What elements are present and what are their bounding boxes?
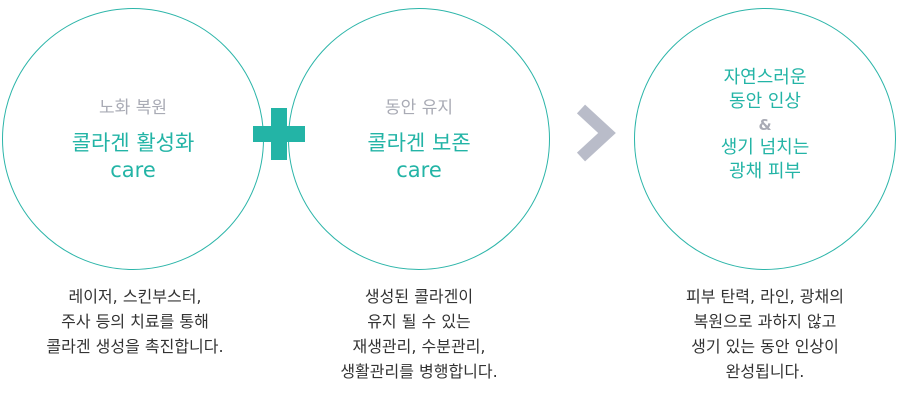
chevron-right-icon bbox=[576, 104, 616, 162]
step2-title: 콜라겐 보존 bbox=[367, 131, 471, 155]
step2-desc-line: 생성된 콜라겐이 bbox=[364, 287, 474, 306]
step1-desc-line: 콜라겐 생성을 촉진합니다. bbox=[46, 337, 224, 356]
step2-subtitle: 동안 유지 bbox=[385, 98, 453, 118]
plus-icon bbox=[253, 108, 305, 160]
step2-desc-line: 재생관리, 수분관리, bbox=[352, 337, 486, 356]
result-line3: 생기 넘치는 bbox=[720, 137, 810, 158]
step2-description: 생성된 콜라겐이 유지 될 수 있는 재생관리, 수분관리, 생활관리를 병행합… bbox=[284, 284, 554, 384]
result-circle bbox=[634, 8, 896, 270]
result-line2: 동안 인상 bbox=[729, 91, 801, 112]
result-content: 자연스러운 동안 인상 & 생기 넘치는 광채 피부 bbox=[634, 66, 896, 184]
step1-desc-line: 주사 등의 치료를 통해 bbox=[61, 312, 209, 331]
step1-subtitle: 노화 복원 bbox=[99, 98, 167, 118]
result-desc-line: 생기 있는 동안 인상이 bbox=[691, 337, 839, 356]
step1-title-care: care bbox=[110, 158, 156, 182]
result-desc-line: 완성됩니다. bbox=[725, 362, 805, 381]
result-line1: 자연스러운 bbox=[723, 67, 807, 88]
step2-desc-line: 유지 될 수 있는 bbox=[367, 312, 471, 331]
result-line4: 광채 피부 bbox=[729, 161, 801, 182]
step2-title-care: care bbox=[396, 158, 442, 182]
step2-content: 동안 유지 콜라겐 보존 care bbox=[288, 97, 550, 184]
step1-content: 노화 복원 콜라겐 활성화 care bbox=[2, 97, 264, 184]
step1-desc-line: 레이저, 스킨부스터, bbox=[68, 287, 202, 306]
result-description: 피부 탄력, 라인, 광채의 복원으로 과하지 않고 생기 있는 동안 인상이 … bbox=[630, 284, 900, 384]
step1-description: 레이저, 스킨부스터, 주사 등의 치료를 통해 콜라겐 생성을 촉진합니다. bbox=[0, 284, 270, 359]
step2-desc-line: 생활관리를 병행합니다. bbox=[340, 362, 498, 381]
result-ampersand: & bbox=[758, 116, 772, 134]
result-desc-line: 피부 탄력, 라인, 광채의 bbox=[686, 287, 844, 306]
result-desc-line: 복원으로 과하지 않고 bbox=[693, 312, 837, 331]
step1-title: 콜라겐 활성화 bbox=[71, 131, 195, 155]
